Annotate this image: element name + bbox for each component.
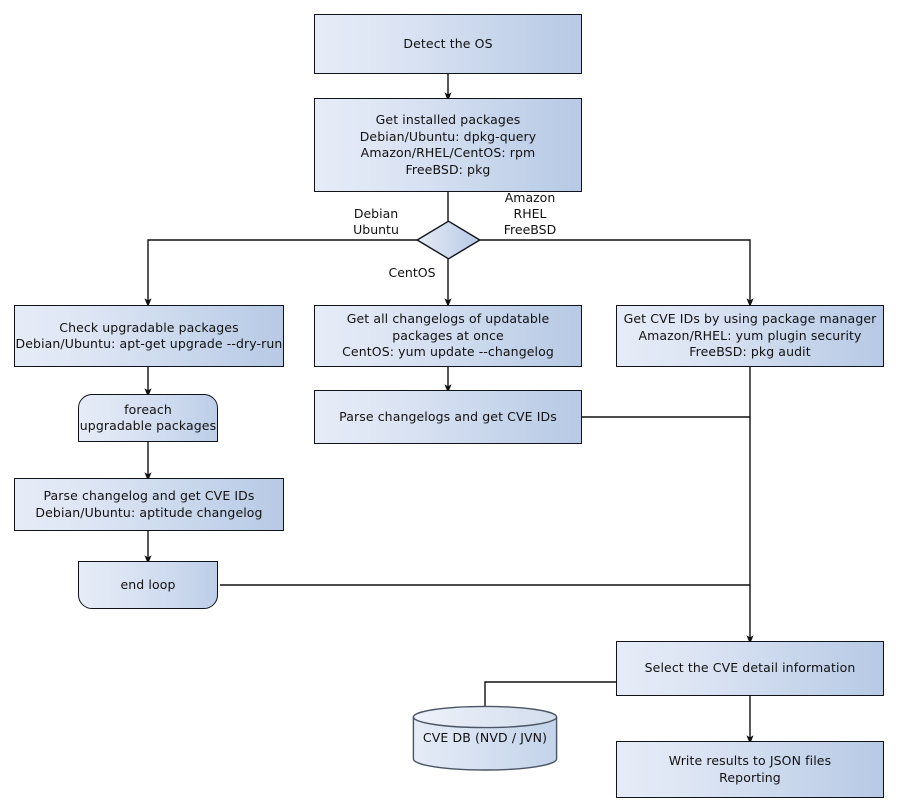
node-select-cve-detail-label: Select the CVE detail information	[644, 660, 856, 676]
node-cve-db-label: CVE DB (NVD / JVN)	[422, 729, 548, 745]
diamond-shape	[416, 220, 481, 260]
edge-label-centos: CentOS	[388, 265, 436, 280]
node-parse-changelog-left[interactable]: Parse changelog and get CVE IDs Debian/U…	[14, 478, 284, 531]
node-get-installed-packages-label: Get installed packages Debian/Ubuntu: dp…	[359, 112, 537, 177]
node-end-loop[interactable]: end loop	[78, 561, 218, 609]
node-detect-os-label: Detect the OS	[403, 35, 493, 51]
edge-label-amazon-rhel-freebsd: Amazon RHEL FreeBSD	[503, 190, 557, 237]
node-get-cve-ids-package-manager-label: Get CVE IDs by using package manager Ama…	[623, 311, 877, 360]
node-get-all-changelogs[interactable]: Get all changelogs of updatable packages…	[314, 305, 582, 367]
edge-select-to-cvedb	[484, 681, 616, 712]
node-write-results[interactable]: Write results to JSON files Reporting	[616, 741, 884, 798]
database-cylinder-icon	[412, 705, 558, 771]
node-foreach-loop-start-label: foreach upgradable packages	[79, 401, 217, 434]
node-check-upgradable-packages[interactable]: Check upgradable packages Debian/Ubuntu:…	[14, 305, 284, 367]
node-select-cve-detail[interactable]: Select the CVE detail information	[616, 641, 884, 696]
edge-label-debian-ubuntu: Debian Ubuntu	[353, 206, 399, 237]
node-cve-db[interactable]: CVE DB (NVD / JVN)	[412, 705, 558, 771]
node-parse-changelogs-center-label: Parse changelogs and get CVE IDs	[339, 408, 557, 424]
node-parse-changelog-left-label: Parse changelog and get CVE IDs Debian/U…	[35, 488, 263, 520]
edge-decision-to-pkgmgr	[480, 239, 754, 308]
node-os-decision[interactable]	[416, 220, 481, 260]
node-get-all-changelogs-label: Get all changelogs of updatable packages…	[342, 311, 554, 360]
node-detect-os[interactable]: Detect the OS	[314, 14, 582, 74]
node-foreach-loop-start[interactable]: foreach upgradable packages	[78, 394, 218, 442]
node-write-results-label: Write results to JSON files Reporting	[668, 753, 832, 785]
edge-decision-to-check-upgradable	[144, 239, 417, 308]
node-check-upgradable-packages-label: Check upgradable packages Debian/Ubuntu:…	[15, 319, 283, 352]
node-parse-changelogs-center[interactable]: Parse changelogs and get CVE IDs	[314, 390, 582, 444]
node-end-loop-label: end loop	[120, 576, 176, 592]
node-get-cve-ids-package-manager[interactable]: Get CVE IDs by using package manager Ama…	[616, 305, 884, 367]
node-get-installed-packages[interactable]: Get installed packages Debian/Ubuntu: dp…	[314, 98, 582, 192]
